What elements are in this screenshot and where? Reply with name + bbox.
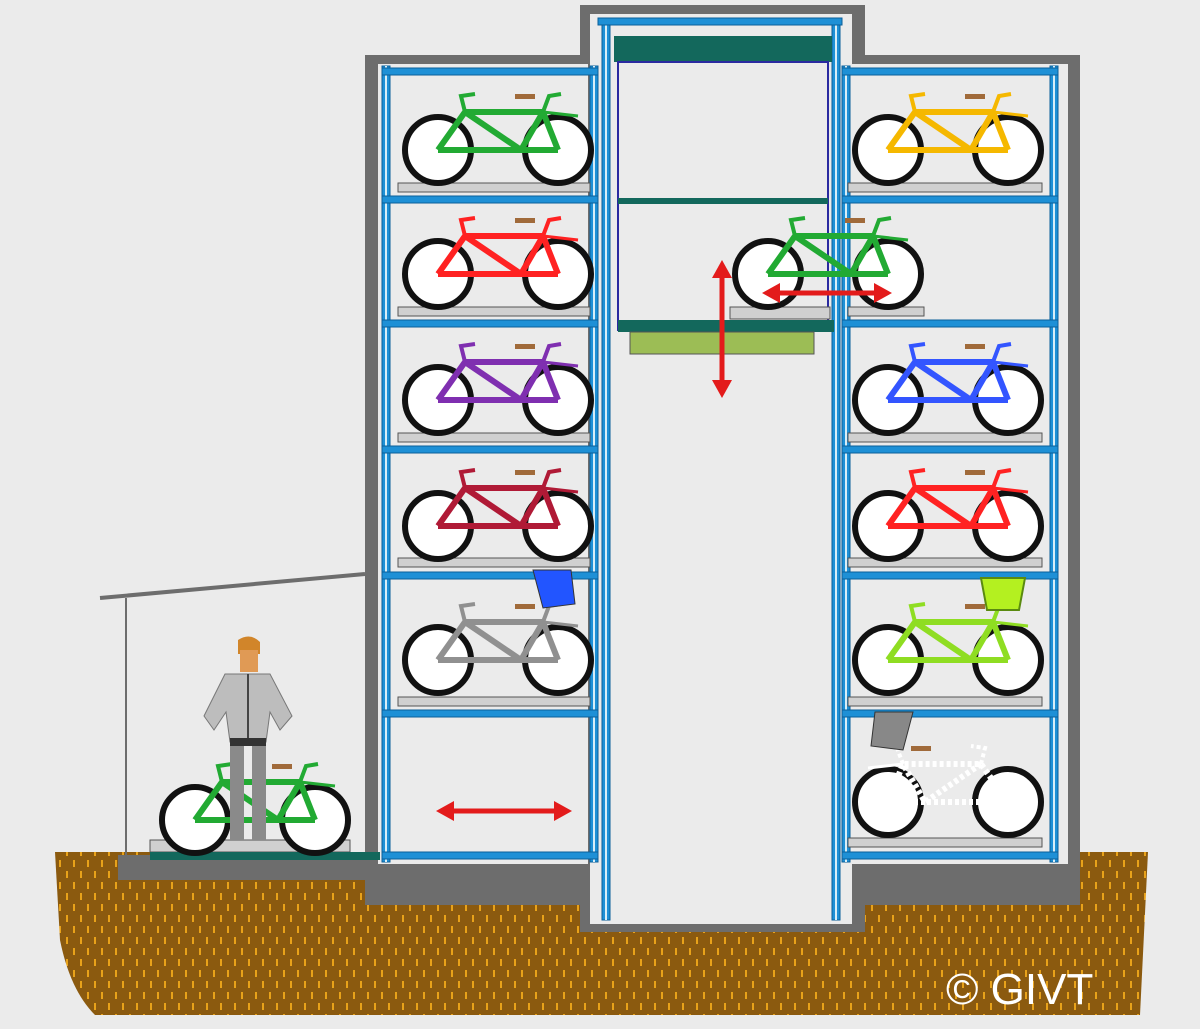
bicycle — [402, 569, 594, 696]
person-leg — [230, 746, 244, 840]
left-frame-beam — [381, 571, 599, 580]
left-frame-beam — [381, 445, 599, 454]
bicycle-saddle — [845, 218, 865, 223]
vertical-arrow-icon — [712, 260, 732, 398]
left-frame-beam — [381, 67, 599, 76]
copyright-text: © GIVT — [946, 965, 1093, 1014]
horizontal-arrow-icon — [436, 801, 572, 821]
bicycle — [402, 92, 594, 186]
left-frame-beam — [381, 709, 599, 718]
bicycle-carrier — [872, 234, 909, 242]
bicycle-handlebar — [908, 92, 1012, 113]
right-frame-beam — [841, 445, 1059, 454]
right-frame-beam — [841, 571, 1059, 580]
bicycle-saddle — [965, 344, 985, 349]
lift-shelf — [729, 306, 831, 320]
person-hair — [238, 636, 260, 654]
bicycle-carrier — [867, 762, 904, 770]
bicycle-saddle — [515, 94, 535, 99]
shelf-right — [847, 696, 1043, 707]
bicycle-frame — [885, 619, 1011, 663]
person-face — [240, 650, 258, 672]
bicycle-handlebar — [215, 762, 319, 783]
bicycle-carrier — [992, 620, 1029, 628]
bicycle-frame — [435, 109, 561, 153]
bicycle-frame — [435, 359, 561, 403]
shelf-left — [397, 696, 591, 707]
shelf-right — [847, 557, 1043, 568]
bicycle-carrier — [542, 234, 579, 242]
left-frame-beam — [381, 851, 599, 860]
bicycle-frame — [435, 485, 561, 529]
right-frame-beam — [841, 67, 1059, 76]
bicycle-carrier — [992, 360, 1029, 368]
person-belt — [230, 738, 266, 746]
bicycle-handlebar — [458, 92, 562, 113]
bicycle-frame — [885, 485, 1011, 529]
bicycle-handlebar — [458, 468, 562, 489]
bicycle-frame — [435, 619, 561, 663]
shelf-left — [397, 432, 591, 443]
bicycle-saddle — [965, 470, 985, 475]
lift-platform — [618, 320, 834, 332]
shelf-left — [397, 182, 591, 193]
shaft-top-beam — [597, 17, 843, 26]
bicycle-handlebar — [458, 342, 562, 363]
shelf-left — [397, 557, 591, 568]
bicycle-saddle — [965, 94, 985, 99]
horizontal-arrow-icon — [762, 283, 892, 303]
bicycle-carrier — [542, 110, 579, 118]
right-frame-beam — [841, 851, 1059, 860]
bicycle — [402, 342, 594, 436]
bicycle-carrier — [992, 110, 1029, 118]
child-seat — [870, 711, 914, 751]
bicycle-saddle — [515, 218, 535, 223]
bicycle-handlebar — [788, 216, 892, 237]
bicycle-frame — [885, 761, 1011, 805]
bicycle-handlebar — [458, 216, 562, 237]
shelf-right — [847, 432, 1043, 443]
bicycle — [402, 216, 594, 310]
bicycle — [852, 711, 1044, 838]
bicycle-frame — [765, 233, 891, 277]
bicycle-basket — [979, 577, 1027, 611]
right-frame-beam — [841, 709, 1059, 718]
bicycle-handlebar — [908, 342, 1012, 363]
lift-top-housing — [614, 36, 832, 62]
child-seat — [532, 569, 576, 609]
bicycle — [852, 468, 1044, 562]
bicycle-saddle — [515, 344, 535, 349]
bicycle — [852, 342, 1044, 436]
shelf-right — [847, 182, 1043, 193]
left-frame-beam — [381, 319, 599, 328]
bicycle-carrier — [542, 486, 579, 494]
shelf-right — [847, 837, 1043, 848]
left-frame-beam — [381, 195, 599, 204]
cyclist-figure — [203, 636, 293, 840]
entrance-canopy — [99, 572, 366, 855]
bicycle — [852, 577, 1044, 696]
bicycle-saddle — [515, 604, 535, 609]
bicycle-frame — [435, 233, 561, 277]
bicycle-saddle — [272, 764, 292, 769]
right-frame-beam — [841, 319, 1059, 328]
bicycle-carrier — [542, 360, 579, 368]
bicycle-saddle — [965, 604, 985, 609]
person-leg — [252, 746, 266, 840]
bicycle-carrier — [542, 620, 579, 628]
right-frame-beam — [841, 195, 1059, 204]
bicycle-frame — [885, 109, 1011, 153]
bicycle-frame — [885, 359, 1011, 403]
bicycle-saddle — [911, 746, 931, 751]
bicycle-saddle — [515, 470, 535, 475]
bicycle-handlebar — [908, 468, 1012, 489]
bicycle — [852, 92, 1044, 186]
bicycle-carrier — [299, 780, 336, 788]
shelf-left — [397, 306, 591, 317]
bicycle — [402, 468, 594, 562]
bicycle-carrier — [992, 486, 1029, 494]
lift-upper-beam — [618, 198, 828, 204]
